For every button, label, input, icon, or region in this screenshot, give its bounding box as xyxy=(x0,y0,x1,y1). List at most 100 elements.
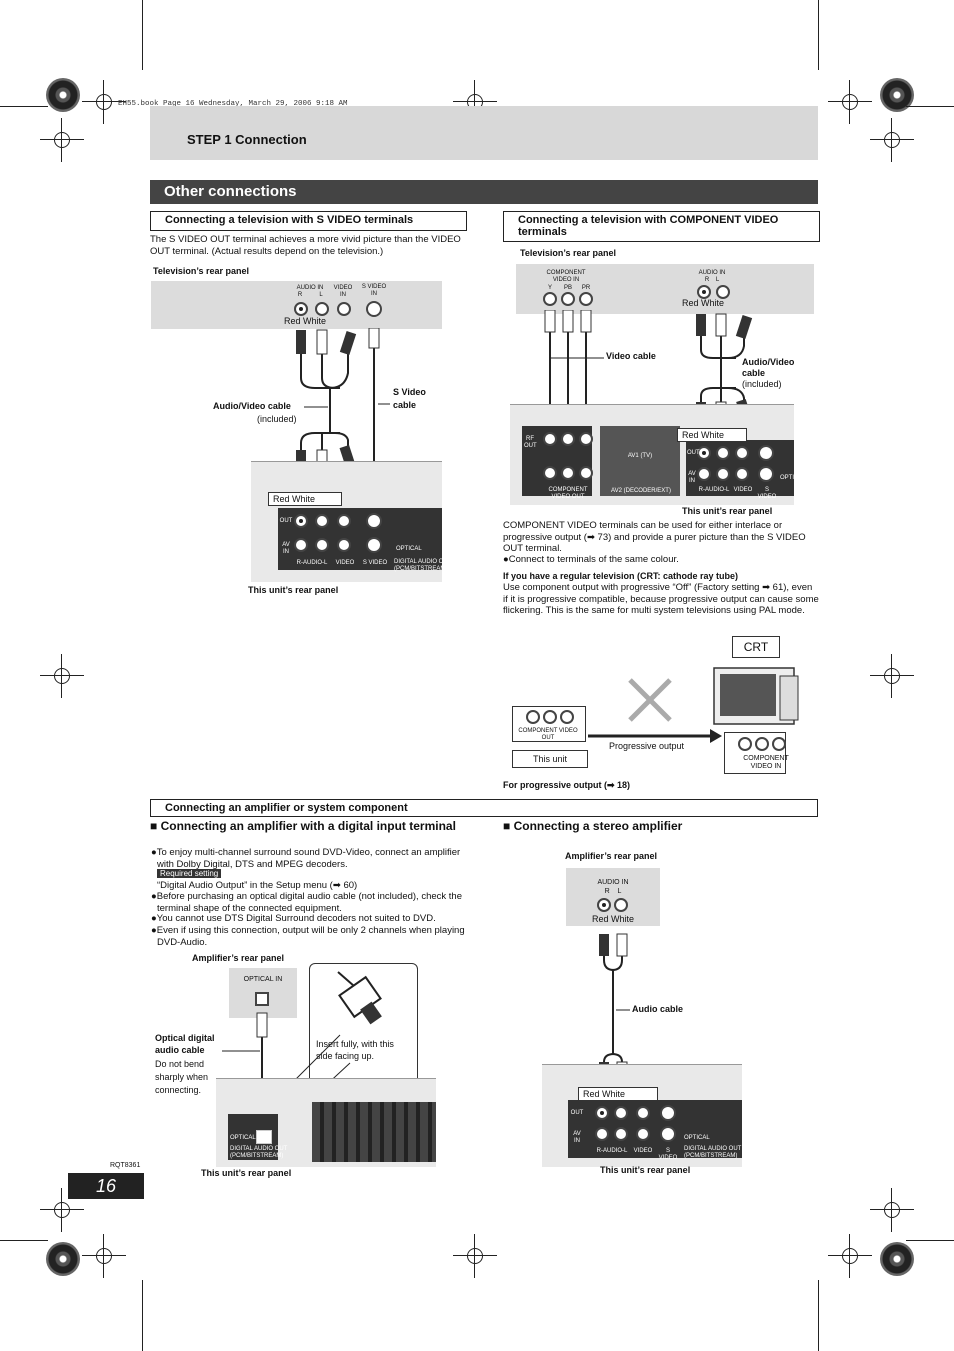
unit-av-in-label: AV IN xyxy=(573,1131,581,1144)
tv-svideo-in-label: S VIDEO IN xyxy=(361,284,387,297)
unit-av-in-label: AV IN xyxy=(282,542,290,555)
unit-comp-jack xyxy=(561,466,575,480)
svideo-tv-red-white: Red White xyxy=(284,316,327,326)
tv-comp-y: Y xyxy=(547,285,552,291)
unit-comp-pr-jack xyxy=(579,432,593,446)
unit-video-label: VIDEO xyxy=(733,487,753,493)
amp-audio-r-jack xyxy=(597,898,611,912)
crt-body: Use component output with progressive “O… xyxy=(503,582,819,616)
unit-in-l-jack xyxy=(315,538,329,552)
optical-cable-label: Optical digital audio cable xyxy=(155,1033,215,1055)
registration-disc-bottom-left xyxy=(46,1242,80,1276)
crop-line xyxy=(818,0,819,70)
tv-r-label: R xyxy=(297,292,303,298)
crosshair-mark xyxy=(40,118,84,162)
digital-amp-title: ■ Connecting an amplifier with a digital… xyxy=(150,819,456,833)
unit-out-video-jack xyxy=(735,446,749,460)
amp-audio-l-jack xyxy=(614,898,628,912)
unit-out-video-jack xyxy=(636,1106,650,1120)
crosshair-mark xyxy=(82,1234,126,1278)
svideo-included: (included) xyxy=(257,414,297,424)
svideo-cable-label: S Video cable xyxy=(393,387,426,410)
unit-opt-label: OPTI xyxy=(780,475,795,481)
doc-code: RQT8361 xyxy=(110,1162,141,1169)
crt-unit-jack-pr xyxy=(560,710,574,724)
crosshair-mark xyxy=(828,1234,872,1278)
crosshair-mark xyxy=(870,654,914,698)
component-tv-panel-label: Television’s rear panel xyxy=(520,248,617,258)
crosshair-mark xyxy=(82,80,126,124)
crosshair-mark xyxy=(870,1188,914,1232)
component-video-cable-label: Video cable xyxy=(606,351,656,361)
this-unit-label: This unit xyxy=(512,750,588,768)
crt-label-box: CRT xyxy=(732,636,780,658)
unit-out-r-jack xyxy=(697,446,711,460)
unit-digital-out-label: DIGITAL AUDIO OUT (PCM/BITSTREAM) xyxy=(394,559,452,572)
unit-out-svideo-jack xyxy=(660,1105,676,1121)
unit-optical-label: OPTICAL xyxy=(230,1135,256,1141)
crosshair-mark xyxy=(40,654,84,698)
stereo-amp-panel xyxy=(566,868,660,926)
component-bullet: ●Connect to terminals of the same colour… xyxy=(503,554,679,565)
crop-line xyxy=(818,1280,819,1351)
unit-in-l-jack xyxy=(614,1127,628,1141)
section-title: Other connections xyxy=(150,180,818,204)
unit-in-l-jack xyxy=(716,467,730,481)
component-body: COMPONENT VIDEO terminals can be used fo… xyxy=(503,520,806,554)
digital-amp-setting: “Digital Audio Output” in the Setup menu… xyxy=(157,880,358,891)
amplifier-heading: Connecting an amplifier or system compon… xyxy=(150,799,818,817)
crop-line xyxy=(906,106,954,107)
crt-tv-jack-pb xyxy=(755,737,769,751)
tv-audio-in-label: AUDIO IN xyxy=(698,270,726,276)
crt-unit-jack-y xyxy=(526,710,540,724)
progressive-footnote: For progressive output (➡ 18) xyxy=(503,780,631,790)
crosshair-mark xyxy=(828,80,872,124)
crt-diagram xyxy=(588,667,799,743)
unit-out-l-jack xyxy=(315,514,329,528)
crt-unit-comp-out: COMPONENT VIDEO OUT xyxy=(518,728,578,741)
stereo-amp-red-white: Red White xyxy=(592,914,635,924)
tv-video-in-label: VIDEO IN xyxy=(333,285,353,298)
component-unit-panel-label: This unit’s rear panel xyxy=(682,506,773,516)
tv-audio-l-jack xyxy=(315,302,329,316)
unit-svideo-label: S VIDEO xyxy=(658,1148,678,1161)
unit-in-svideo-jack xyxy=(758,466,774,482)
amp-optical-jack xyxy=(255,992,269,1006)
unit-in-r-jack xyxy=(697,467,711,481)
unit-r-audio-l-label: R-AUDIO-L xyxy=(296,560,328,566)
unit-out-label: OUT xyxy=(570,1110,584,1116)
unit-component-out-label: COMPONENT VIDEO OUT xyxy=(548,487,588,500)
tv-comp-pb-jack xyxy=(561,292,575,306)
tv-comp-y-jack xyxy=(543,292,557,306)
unit-av2-label: AV2 (DECODER/EXT) xyxy=(611,488,671,494)
unit-out-r-jack xyxy=(595,1106,609,1120)
component-unit-scart-block xyxy=(600,426,680,496)
digital-amp-panel-label: Amplifier’s rear panel xyxy=(192,953,285,963)
no-bend-note: Do not bend sharply when connecting. xyxy=(155,1059,209,1095)
tv-video-jack xyxy=(337,302,351,316)
crop-line xyxy=(906,1240,954,1241)
unit-comp-pb-jack xyxy=(561,432,575,446)
svideo-unit-panel-label: This unit’s rear panel xyxy=(248,585,339,595)
page-number: 16 xyxy=(68,1173,144,1199)
optical-plug-illustration xyxy=(337,971,382,1025)
progressive-output-label: Progressive output xyxy=(609,741,685,751)
insert-note: Insert fully, with this side facing up. xyxy=(316,1039,394,1061)
unit-out-label: OUT xyxy=(279,518,293,524)
crop-line xyxy=(0,106,48,107)
unit-out-l-jack xyxy=(716,446,730,460)
digital-amp-bullet-4: ●Even if using this connection, output w… xyxy=(151,925,465,948)
unit-comp-jack xyxy=(579,466,593,480)
digital-amp-bullet-3: ●You cannot use DTS Digital Surround dec… xyxy=(151,913,436,924)
unit-in-video-jack xyxy=(735,467,749,481)
crt-heading: If you have a regular television (CRT: c… xyxy=(503,571,739,581)
tv-audio-in-label: AUDIO IN xyxy=(296,285,324,291)
unit-svideo-label: S VIDEO xyxy=(757,487,777,500)
optical-in-label: OPTICAL IN xyxy=(243,976,283,983)
unit-comp-jack xyxy=(543,466,557,480)
unit-in-video-jack xyxy=(337,538,351,552)
unit-out-label: OUT xyxy=(687,450,700,456)
tv-comp-pb: PB xyxy=(563,285,572,291)
unit-in-r-jack xyxy=(294,538,308,552)
unit-av1-label: AV1 (TV) xyxy=(627,453,653,459)
